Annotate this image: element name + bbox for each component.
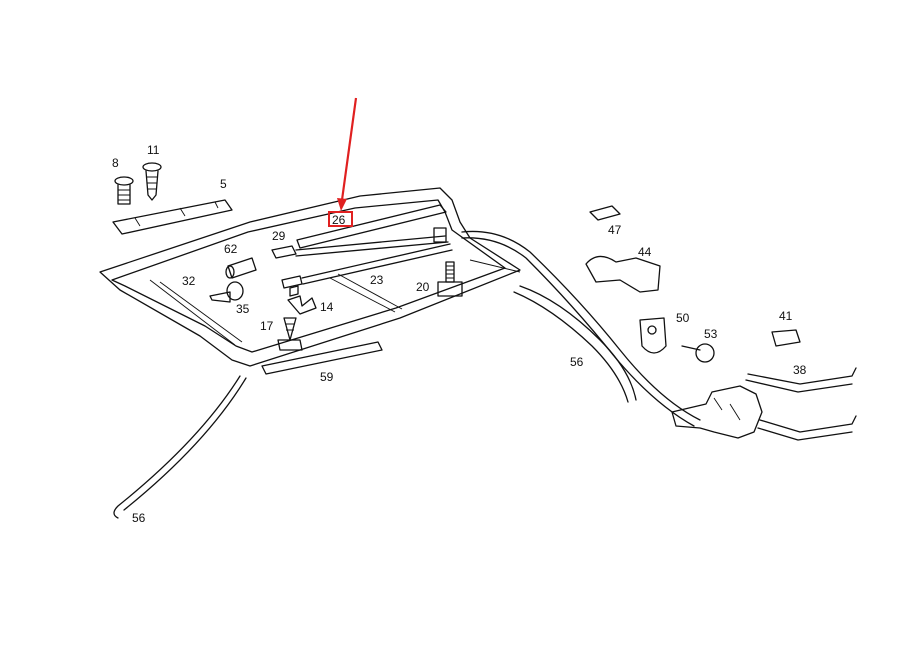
label-17: 17 bbox=[260, 319, 274, 333]
part-29-cable bbox=[271, 235, 449, 259]
part-62-plug bbox=[225, 257, 257, 279]
highlight-arrow bbox=[328, 97, 358, 227]
label-41: 41 bbox=[779, 309, 793, 323]
label-38: 38 bbox=[793, 363, 807, 377]
part-56-hose-left bbox=[113, 375, 247, 519]
label-62: 62 bbox=[224, 242, 238, 256]
part-11-screw bbox=[142, 162, 162, 201]
part-56-hose-right bbox=[461, 230, 701, 427]
part-47-clip bbox=[589, 205, 621, 221]
label-26: 26 bbox=[332, 213, 346, 227]
roof-frame bbox=[99, 187, 521, 367]
label-14: 14 bbox=[320, 300, 334, 314]
part-41-clip bbox=[771, 329, 801, 347]
part-5-strip bbox=[112, 199, 233, 235]
label-5: 5 bbox=[220, 177, 227, 191]
part-17-screw bbox=[277, 317, 303, 351]
label-53: 53 bbox=[704, 327, 718, 341]
part-44-bracket bbox=[585, 255, 661, 293]
label-56-left: 56 bbox=[132, 511, 146, 525]
part-20-bolt bbox=[437, 261, 463, 297]
label-20: 20 bbox=[416, 280, 430, 294]
label-59: 59 bbox=[320, 370, 334, 384]
label-35: 35 bbox=[236, 302, 250, 316]
pump-assembly bbox=[671, 385, 763, 439]
label-29: 29 bbox=[272, 229, 286, 243]
part-50-clamp bbox=[639, 317, 667, 354]
part-59-seal bbox=[261, 341, 383, 375]
part-53-screw bbox=[681, 343, 715, 363]
label-11: 11 bbox=[147, 143, 160, 157]
part-35-clip bbox=[209, 281, 244, 303]
part-8-screw bbox=[114, 176, 134, 205]
part-38-pipe bbox=[745, 367, 857, 441]
part-26-rail bbox=[296, 204, 447, 249]
part-14-bracket bbox=[287, 285, 317, 315]
label-32: 32 bbox=[182, 274, 196, 288]
part-23-cable bbox=[281, 227, 453, 289]
label-23: 23 bbox=[370, 273, 384, 287]
label-56-right: 56 bbox=[570, 355, 584, 369]
label-47: 47 bbox=[608, 223, 622, 237]
label-50: 50 bbox=[676, 311, 690, 325]
label-8: 8 bbox=[112, 156, 119, 170]
label-44: 44 bbox=[638, 245, 652, 259]
